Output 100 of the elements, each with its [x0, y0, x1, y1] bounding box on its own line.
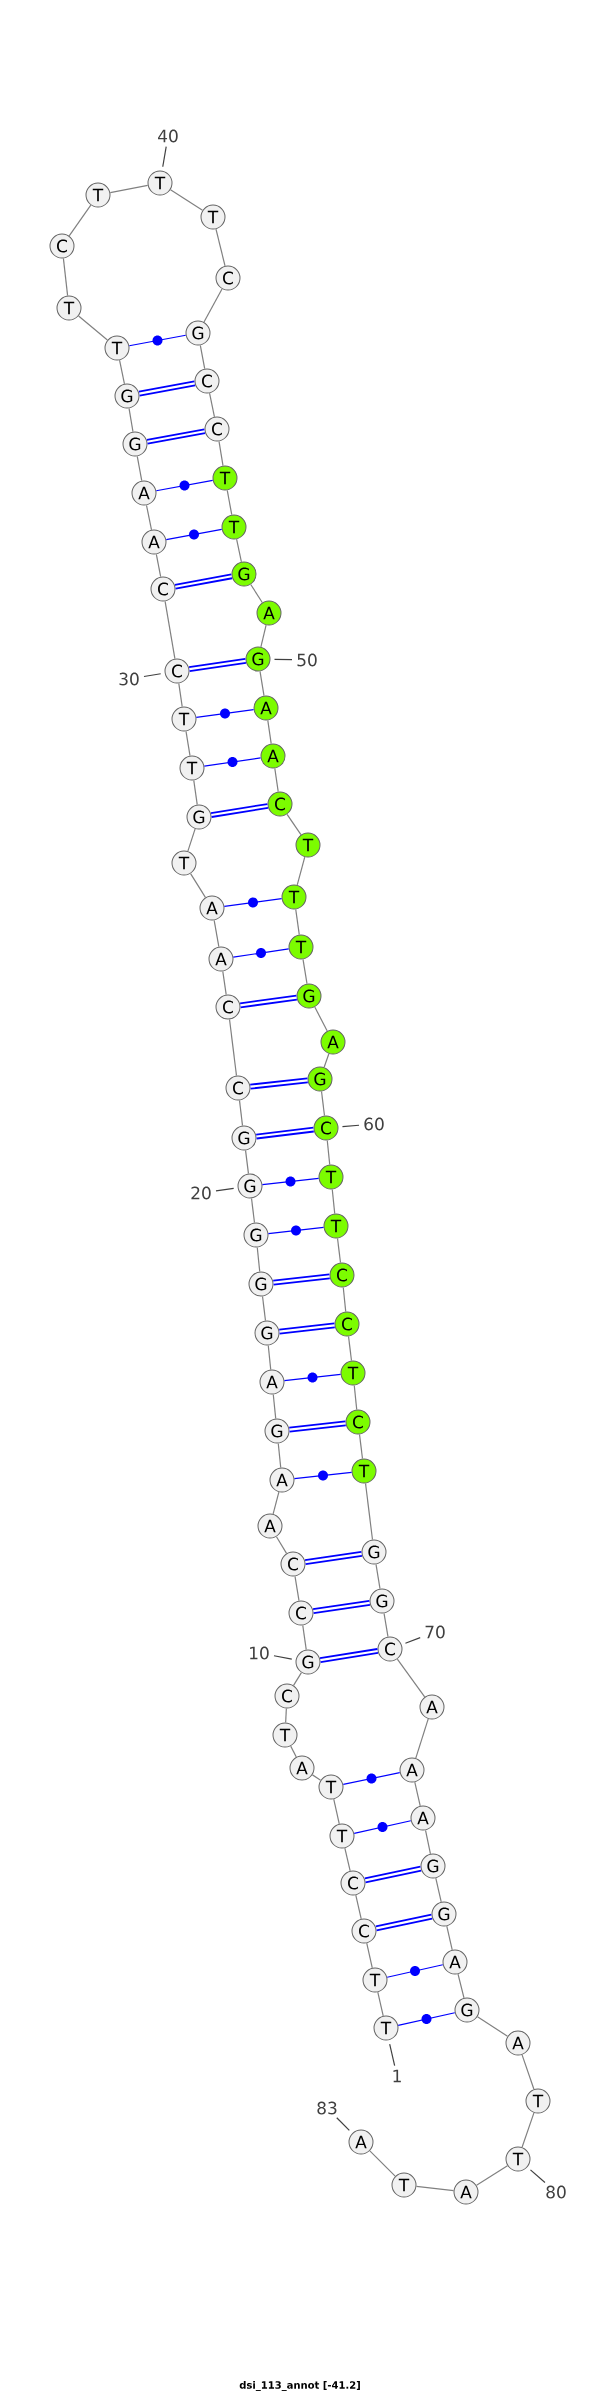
backbone-line: [78, 315, 108, 341]
backbone-line: [285, 1707, 287, 1724]
leader-line: [404, 1637, 421, 1644]
backbone-line: [228, 1018, 238, 1077]
backbone-line: [314, 1006, 328, 1032]
backbone-line: [331, 1188, 336, 1215]
backbone-line: [475, 2165, 509, 2186]
position-number: 70: [425, 1625, 445, 1639]
backbone-line: [250, 583, 263, 604]
leader-line: [336, 2117, 350, 2131]
backbone-line: [164, 600, 176, 660]
base-pair-line: [256, 1126, 314, 1140]
backbone-line: [267, 719, 272, 745]
base-pair-line: [174, 573, 233, 590]
backbone-line: [302, 958, 308, 985]
base-pair-line: [188, 657, 247, 673]
backbone-line: [109, 184, 149, 194]
base-pair-line: [210, 803, 269, 818]
backbone-line: [275, 1536, 288, 1554]
backbone-line: [320, 1090, 326, 1117]
base-pair-line: [364, 1865, 422, 1884]
leader-line: [389, 2043, 396, 2067]
position-number: 60: [364, 1117, 384, 1131]
backbone-line: [311, 1774, 322, 1781]
backbone-line: [336, 1237, 342, 1264]
backbone-line: [145, 504, 153, 531]
backbone-line: [290, 1745, 297, 1758]
base-pair-line: [319, 1648, 379, 1663]
backbone-line: [236, 538, 242, 563]
backbone-line: [259, 670, 265, 697]
backbone-line: [377, 1991, 384, 2017]
backbone-line: [296, 856, 306, 886]
backbone-line: [353, 1384, 358, 1411]
backbone-line: [226, 489, 233, 516]
backbone-line: [261, 1295, 267, 1322]
backbone-line: [193, 779, 198, 806]
base-pair-line: [138, 380, 196, 397]
backbone-line: [68, 204, 92, 237]
backbone-line: [424, 1829, 432, 1855]
base-pair-line: [232, 948, 290, 958]
backbone-line: [155, 553, 162, 578]
base-pair-line: [165, 528, 223, 541]
backbone-line: [267, 1344, 272, 1371]
backbone-line: [355, 1894, 362, 1920]
backbone-line: [222, 970, 227, 996]
base-pair-line: [397, 2012, 456, 2026]
leader-line: [529, 2169, 546, 2184]
backbone-line: [272, 1393, 277, 1420]
backbone-line: [415, 2185, 455, 2192]
backbone-line: [302, 1624, 307, 1651]
backbone-line: [128, 407, 134, 433]
backbone-line: [208, 392, 216, 418]
backbone-line: [244, 1149, 250, 1175]
base-pair-line: [312, 1600, 371, 1615]
backbone-line: [476, 2016, 509, 2037]
base-pair-line: [293, 1470, 353, 1481]
leader-line: [143, 673, 162, 678]
backbone-line: [286, 813, 302, 836]
backbone-line: [256, 1246, 261, 1273]
base-pair-line: [273, 1273, 330, 1286]
base-pair-line: [283, 1372, 342, 1383]
backbone-line: [521, 2054, 535, 2090]
backbone-line: [203, 288, 223, 323]
backbone-line: [190, 873, 206, 898]
base-pair-line: [146, 428, 206, 445]
backbone-line: [333, 1798, 340, 1825]
backbone-line: [215, 228, 226, 267]
backbone-line: [375, 1563, 381, 1590]
base-pair-line: [223, 897, 283, 908]
backbone-line: [218, 440, 224, 467]
backbone-line: [521, 2112, 535, 2148]
backbone-line: [272, 1491, 280, 1515]
backbone-line: [169, 189, 204, 211]
backbone-line: [295, 908, 300, 936]
backbone-line: [250, 1197, 256, 1224]
backbone-line: [294, 1575, 300, 1602]
backbone-line: [326, 1139, 331, 1166]
base-pair-line: [353, 1820, 412, 1834]
backbone-line: [446, 1925, 453, 1951]
backbone-line: [136, 455, 143, 482]
backbone-line: [185, 730, 191, 757]
base-pair-line: [203, 757, 262, 767]
backbone-line: [344, 1847, 351, 1872]
backbone-line: [347, 1335, 353, 1362]
base-pair-line: [261, 1176, 320, 1187]
backbone-line: [238, 1099, 244, 1127]
backbone-line: [342, 1286, 347, 1313]
base-pair-line: [250, 1077, 308, 1090]
position-number: 40: [158, 129, 178, 143]
backbone-line: [435, 1877, 442, 1903]
base-pair-line: [240, 994, 297, 1009]
leader-line: [273, 658, 293, 661]
position-number: 80: [546, 2185, 566, 2199]
backbone-line: [369, 2150, 396, 2177]
position-number: 30: [119, 672, 139, 686]
backbone-line: [62, 257, 69, 297]
base-pair-line: [289, 1420, 346, 1433]
backbone-line: [457, 1973, 465, 1999]
leader-line: [273, 1655, 293, 1660]
position-number: 83: [317, 2101, 337, 2115]
